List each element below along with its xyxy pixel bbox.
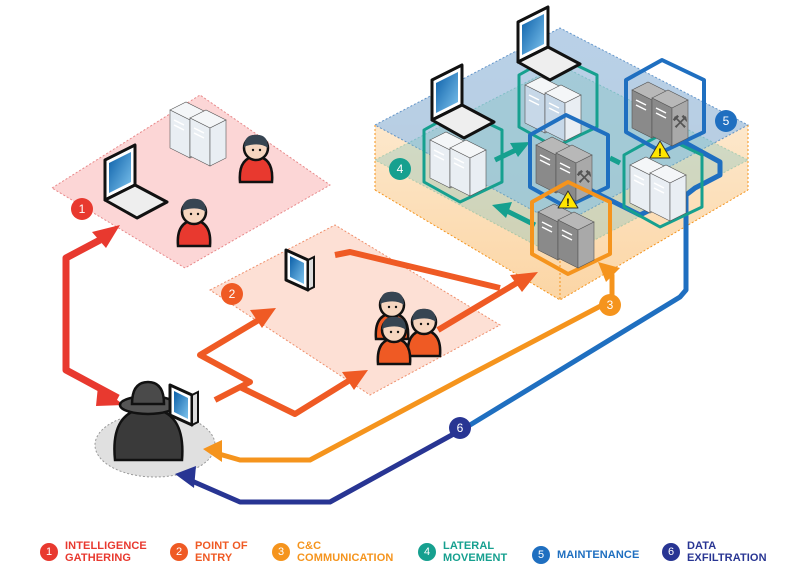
legend-label-4: LATERAL MOVEMENT [443, 540, 508, 564]
arrowhead-1b [96, 386, 124, 406]
legend-item-lateral-movement: 4 LATERAL MOVEMENT [418, 540, 507, 564]
staff-2 [406, 308, 442, 358]
svg-text:4: 4 [397, 162, 404, 176]
warning-icon-top: ! [649, 140, 671, 159]
arrowhead-2a [250, 308, 276, 328]
server-cc [530, 180, 612, 276]
warning-icon-mid: ! [557, 190, 579, 209]
legend-item-cc-communication: 3 C&C COMMUNICATION [272, 540, 393, 564]
attacker-monitor [168, 383, 199, 427]
badge-6-diagram: 6 [449, 417, 471, 439]
svg-text:!: ! [566, 197, 570, 209]
server-maintenance-mid: ⚒ [528, 113, 610, 209]
arrowhead-2b [342, 370, 368, 390]
legend-badge-5: 5 [532, 546, 550, 564]
server-lateral-right [622, 133, 704, 229]
legend-label-5: MAINTENANCE [557, 549, 640, 561]
legend-badge-3: 3 [272, 543, 290, 561]
legend-badge-1: 1 [40, 543, 58, 561]
arrowhead-6 [175, 466, 196, 488]
path-data-exfiltration [184, 422, 472, 505]
badge-5-diagram: 5 [715, 110, 737, 132]
legend-label-1: INTELLIGENCE GATHERING [65, 540, 147, 564]
svg-text:2: 2 [229, 287, 236, 301]
legend-item-maintenance: 5 MAINTENANCE [532, 546, 639, 564]
arrowhead-4b [492, 202, 512, 218]
laptop-network-top [516, 5, 582, 82]
arrowhead-3b [203, 440, 222, 462]
server-intelligence [169, 101, 227, 167]
person-red-2 [176, 198, 212, 248]
path-intelligence-gathering [62, 236, 120, 402]
svg-text:6: 6 [457, 421, 464, 435]
svg-text:1: 1 [79, 202, 86, 216]
arrowhead-1a [92, 225, 120, 248]
tools-icon: ⚒ [672, 112, 688, 132]
arrowhead-4a [510, 142, 530, 157]
laptop-network-left [430, 63, 496, 140]
legend: 1 INTELLIGENCE GATHERING 2 POINT OF ENTR… [0, 540, 800, 580]
staff-3 [376, 316, 412, 366]
legend-label-3: C&C COMMUNICATION [297, 540, 394, 564]
arrowhead-3a [598, 262, 620, 282]
legend-label-2: POINT OF ENTRY [195, 540, 248, 564]
server-lateral-left [422, 108, 504, 204]
legend-item-intelligence-gathering: 1 INTELLIGENCE GATHERING [40, 540, 147, 564]
svg-text:!: ! [658, 147, 662, 159]
workstation-monitor [284, 248, 315, 292]
path-point-of-entry [197, 249, 527, 417]
legend-badge-4: 4 [418, 543, 436, 561]
legend-item-data-exfiltration: 6 DATA EXFILTRATION [662, 540, 767, 564]
legend-badge-2: 2 [170, 543, 188, 561]
badge-3-diagram: 3 [599, 294, 621, 316]
badge-4-diagram: 4 [389, 158, 411, 180]
person-red-1 [238, 134, 274, 184]
arrowhead-2c [510, 272, 538, 292]
server-maintenance-top: ⚒ [624, 58, 706, 154]
badge-1-diagram: 1 [71, 198, 93, 220]
laptop-intelligence [103, 143, 169, 220]
legend-label-6: DATA EXFILTRATION [687, 540, 767, 564]
tools-icon: ⚒ [576, 167, 592, 187]
badge-2-diagram: 2 [221, 283, 243, 305]
svg-text:5: 5 [723, 114, 730, 128]
legend-item-point-of-entry: 2 POINT OF ENTRY [170, 540, 248, 564]
legend-badge-6: 6 [662, 543, 680, 561]
svg-text:3: 3 [607, 298, 614, 312]
